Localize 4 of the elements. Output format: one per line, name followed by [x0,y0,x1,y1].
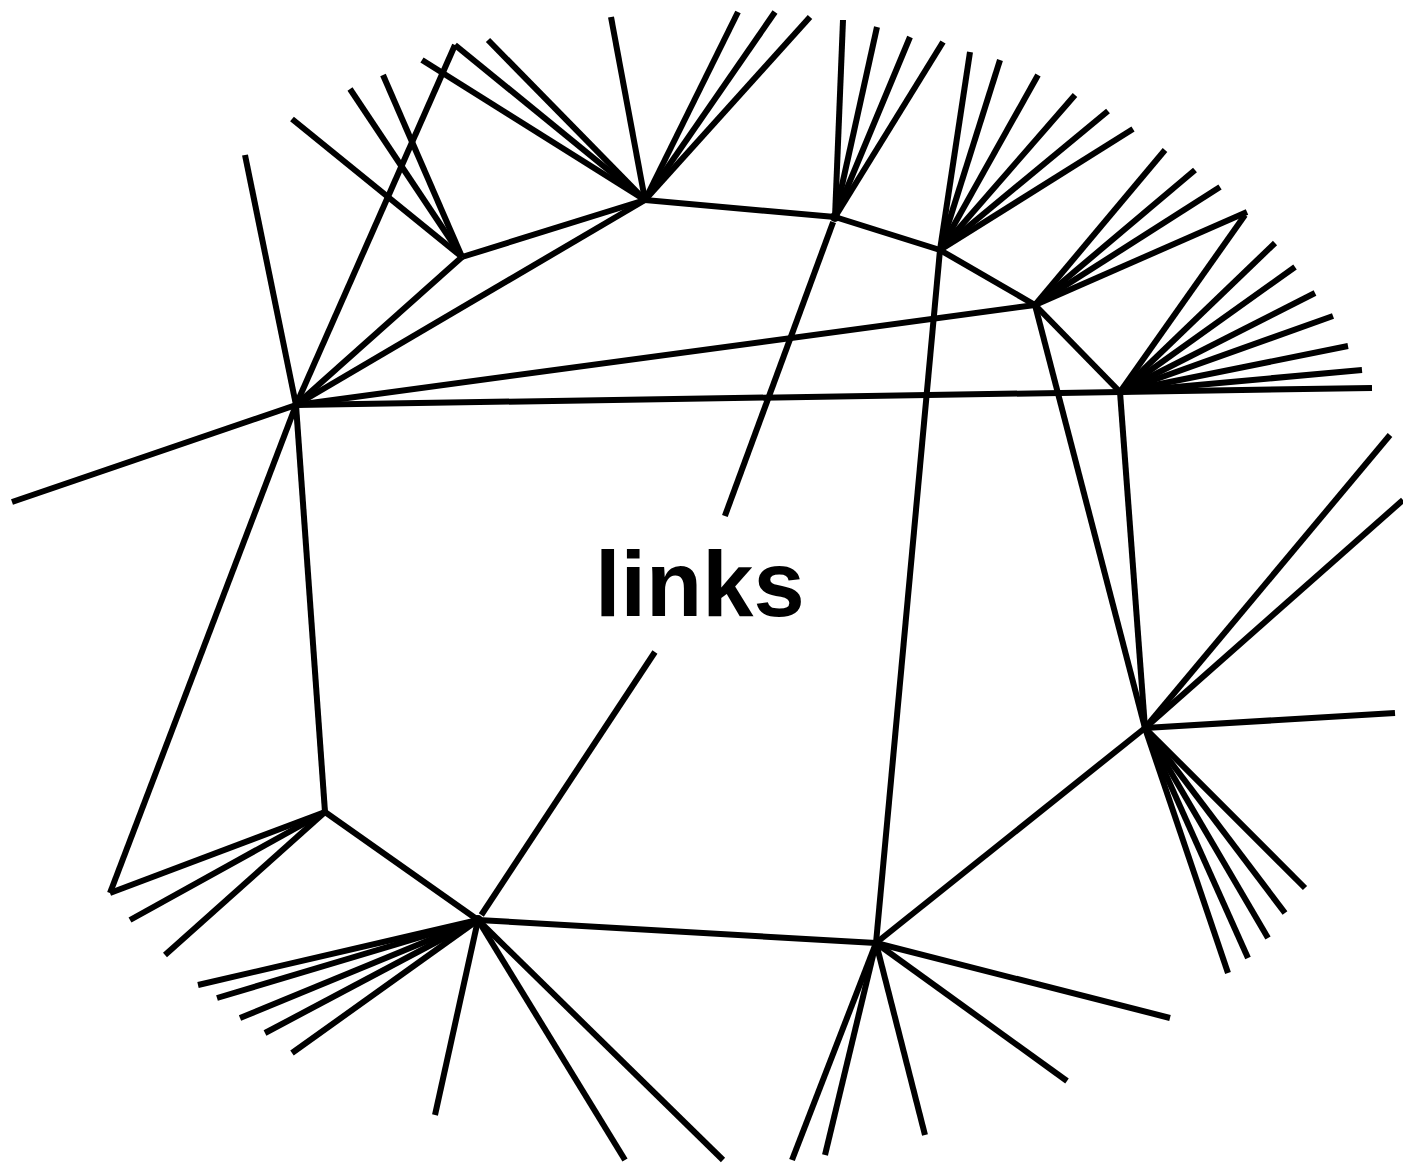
network-label: links [595,538,805,630]
leader-line [478,650,658,917]
leader-line [722,220,836,518]
junction-dot [830,212,840,222]
